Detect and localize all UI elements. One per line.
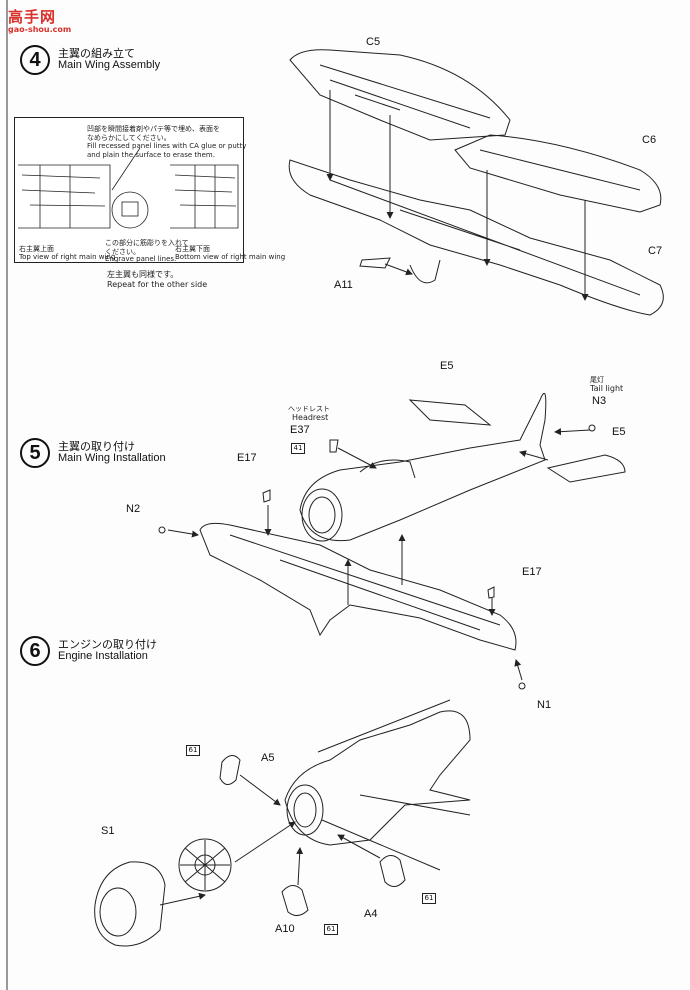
part-label-n1: N1 bbox=[537, 699, 552, 711]
part-label-s1: S1 bbox=[101, 825, 115, 837]
repeat-note-en: Repeat for the other side bbox=[107, 280, 208, 289]
repeat-note-jp: 左主翼も同様です。 bbox=[107, 270, 179, 279]
detail-bottom-view-sketch bbox=[170, 164, 239, 229]
engine-cowling-s1 bbox=[94, 861, 206, 947]
exhaust-a5 bbox=[219, 755, 281, 806]
part-label-e17-left: E17 bbox=[237, 452, 257, 464]
upper-wing-c5 bbox=[289, 49, 511, 141]
page-border bbox=[6, 0, 8, 990]
headrest-en: Headrest bbox=[292, 413, 329, 422]
watermark-url: gao-shou.com bbox=[8, 25, 72, 34]
glue-box-41: 41 bbox=[291, 443, 305, 454]
part-label-a5: A5 bbox=[261, 752, 275, 764]
part-label-n3: N3 bbox=[592, 395, 607, 407]
top-view-label-en: Top view of right main wing bbox=[19, 253, 116, 261]
part-label-e17-right: E17 bbox=[522, 566, 542, 578]
engrave-note-jp-1: この部分に筋彫りを入れて bbox=[105, 239, 189, 247]
lower-wing-c7 bbox=[288, 159, 664, 316]
upper-wing-c6 bbox=[454, 134, 662, 213]
fuselage-step6 bbox=[284, 699, 471, 871]
bottom-view-label-jp: 右主翼下面 bbox=[175, 245, 210, 253]
step-5-title-jp: 主翼の取り付け bbox=[58, 440, 135, 453]
step-4-title-jp: 主翼の組み立て bbox=[58, 47, 135, 60]
fill-note-jp-2: なめらかにしてください。 bbox=[87, 134, 171, 142]
step-5-title-en: Main Wing Installation bbox=[58, 452, 166, 464]
part-label-c6: C6 bbox=[642, 134, 657, 146]
bottom-view-label-en: Bottom view of right main wing bbox=[175, 253, 286, 261]
step-4-number: 4 bbox=[20, 45, 50, 75]
fuselage-step5 bbox=[299, 392, 626, 542]
part-label-e5-top: E5 bbox=[440, 360, 454, 372]
part-label-n2: N2 bbox=[126, 503, 141, 515]
watermark: 高手网 gao-shou.com bbox=[4, 6, 74, 36]
glue-box-61-b: 61 bbox=[422, 893, 436, 904]
step-4-title-en: Main Wing Assembly bbox=[58, 59, 161, 71]
engrave-note-en: Engrave panel lines. bbox=[105, 255, 177, 263]
headrest-jp: ヘッドレスト bbox=[288, 405, 330, 413]
glue-box-61-c: 61 bbox=[324, 924, 338, 935]
fill-note-en-1: Fill recessed panel lines with CA glue o… bbox=[87, 142, 247, 150]
engine-cylinders bbox=[178, 821, 296, 892]
tail-light-en: Tail light bbox=[590, 384, 624, 393]
step-6-number: 6 bbox=[20, 636, 50, 666]
part-label-a10: A10 bbox=[275, 923, 295, 935]
exhaust-a10 bbox=[281, 847, 309, 916]
fill-note-en-2: and plain the surface to erase them. bbox=[87, 151, 215, 159]
exhaust-a4 bbox=[337, 834, 406, 887]
engrave-note-jp-2: ください。 bbox=[105, 248, 140, 256]
panel-line-detail-box: 凹部を瞬間接着剤やパテ等で埋め、表面を なめらかにしてください。 Fill re… bbox=[14, 117, 285, 263]
wing-step5 bbox=[158, 489, 526, 690]
fill-note-jp-1: 凹部を瞬間接着剤やパテ等で埋め、表面を bbox=[87, 125, 220, 133]
part-label-e5-right: E5 bbox=[612, 426, 626, 438]
tail-light-jp: 尾灯 bbox=[590, 376, 604, 384]
glue-box-61-a: 61 bbox=[186, 745, 200, 756]
top-view-label-jp: 右主翼上面 bbox=[19, 245, 54, 253]
step4-arrows bbox=[326, 90, 589, 301]
part-label-e37: E37 bbox=[290, 424, 310, 436]
detail-top-view-sketch bbox=[18, 147, 149, 229]
part-label-c5: C5 bbox=[366, 36, 381, 48]
part-label-a4: A4 bbox=[364, 908, 378, 920]
part-label-c7: C7 bbox=[648, 245, 663, 257]
step-6-title-jp: エンジンの取り付け bbox=[58, 638, 157, 651]
step-5-number: 5 bbox=[20, 438, 50, 468]
part-label-a11: A11 bbox=[334, 279, 353, 291]
step-6-title-en: Engine Installation bbox=[58, 650, 148, 662]
watermark-main: 高手网 bbox=[8, 8, 57, 26]
